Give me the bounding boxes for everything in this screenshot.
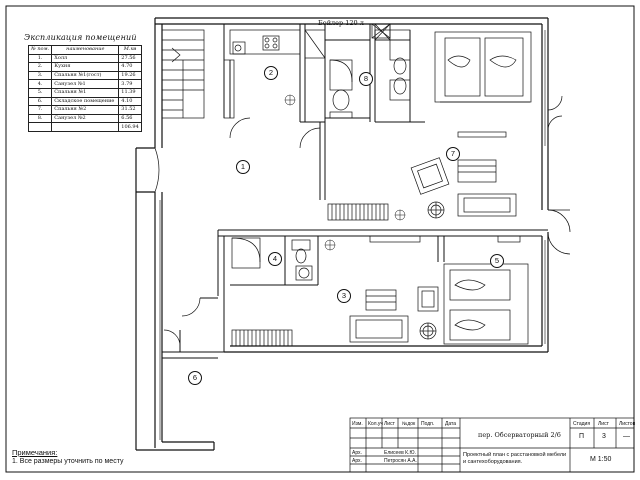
row-name: Спальня №2 bbox=[51, 105, 120, 115]
door-swings bbox=[547, 95, 571, 255]
row-name: Кухня bbox=[51, 62, 120, 72]
row-name: Холл bbox=[51, 53, 120, 64]
row-number: 2. bbox=[27, 62, 53, 72]
windows bbox=[159, 30, 546, 440]
total-spacer bbox=[27, 122, 53, 132]
tb-header-change: Изм. bbox=[352, 421, 363, 427]
table-row: 7. Спальня №2 31.52 bbox=[27, 105, 142, 115]
row-number: 5. bbox=[27, 87, 53, 98]
notes-title: Примечания: bbox=[12, 448, 58, 457]
fixture-symbols bbox=[284, 94, 406, 251]
room-marker-3: 3 bbox=[337, 289, 351, 303]
column-header-area: М.кв bbox=[118, 45, 142, 55]
drawing-frame bbox=[5, 5, 635, 473]
row-name: Складское помещение bbox=[51, 96, 120, 107]
room-marker-6: 6 bbox=[188, 371, 202, 385]
total-area: 106.94 bbox=[118, 122, 142, 132]
tb-role-2: Арх. bbox=[352, 458, 362, 464]
room-explication-table: № пом. наименование М.кв 1. Холл 27.56 2… bbox=[27, 45, 142, 132]
hall-features bbox=[154, 117, 389, 221]
tb-header-date: Дата bbox=[445, 421, 457, 427]
title-block bbox=[349, 417, 635, 473]
bath-1-fixtures bbox=[231, 237, 313, 281]
table-row: 8. Санузел №2 6.56 bbox=[27, 113, 142, 124]
room-marker-2: 2 bbox=[264, 66, 278, 80]
table-row: 5. Спальня №1 11.39 bbox=[27, 87, 142, 98]
tb-sheets-value: — bbox=[623, 433, 630, 440]
room-marker-8: 8 bbox=[359, 72, 373, 86]
tb-name-1: Елисеев К.Ю. bbox=[384, 450, 416, 456]
row-name: Спальня №1(гост) bbox=[51, 70, 120, 81]
row-name: Санузел №1 bbox=[51, 79, 120, 89]
boiler-label: Бойлер 120 л bbox=[318, 19, 364, 27]
table-row: 1. Холл 27.56 bbox=[27, 53, 142, 64]
tb-sheet-value: 3 bbox=[602, 433, 606, 440]
row-name: Санузел №2 bbox=[51, 113, 120, 124]
tb-stage-label: Стадия bbox=[573, 421, 591, 427]
row-area: 4.70 bbox=[118, 62, 142, 72]
notes-line: 1. Все размеры уточнить по месту bbox=[12, 458, 124, 465]
table-row: 6. Складское помещение 4.10 bbox=[27, 96, 142, 107]
explication-title: Экспликация помещений bbox=[24, 33, 137, 42]
row-area: 11.39 bbox=[118, 87, 142, 98]
tb-sheets-label: Листов bbox=[619, 421, 636, 427]
tb-scale: М 1:50 bbox=[590, 456, 612, 463]
row-number: 1. bbox=[27, 53, 53, 64]
row-number: 6. bbox=[27, 96, 53, 107]
tb-header-sign: Подп. bbox=[421, 421, 435, 427]
column-header-name: наименование bbox=[51, 45, 120, 55]
row-number: 4. bbox=[27, 79, 53, 89]
interior-walls bbox=[162, 24, 548, 359]
row-area: 31.52 bbox=[118, 105, 142, 115]
storage-features bbox=[163, 297, 201, 347]
tb-sheet-label: Лист bbox=[598, 421, 609, 427]
tb-header-count: Кол.уч bbox=[368, 421, 383, 427]
boiler-symbol bbox=[371, 23, 391, 39]
tb-role-1: Арх. bbox=[352, 450, 362, 456]
row-area: 27.56 bbox=[118, 53, 142, 64]
room-marker-5: 5 bbox=[490, 254, 504, 268]
tb-address: пер. Обсерваторный 2/6 bbox=[478, 431, 561, 439]
row-area: 6.56 bbox=[118, 113, 142, 124]
bedroom-3-furniture bbox=[231, 235, 439, 347]
tb-header-sheet: Лист bbox=[384, 421, 395, 427]
bedroom-5-furniture bbox=[443, 235, 529, 345]
row-area: 3.79 bbox=[118, 79, 142, 89]
row-area: 19.26 bbox=[118, 70, 142, 81]
tb-sheet-description: Проектный план с расстановкой мебели и с… bbox=[463, 452, 567, 465]
row-number: 8. bbox=[27, 113, 53, 124]
room-marker-1: 1 bbox=[236, 160, 250, 174]
room-marker-4: 4 bbox=[268, 252, 282, 266]
column-header-number: № пом. bbox=[27, 45, 53, 55]
tb-name-2: Петросян А.А. bbox=[384, 458, 417, 464]
staircase bbox=[161, 29, 205, 119]
bedroom-7-furniture bbox=[410, 31, 532, 219]
row-name: Спальня №1 bbox=[51, 87, 120, 98]
table-row: 3. Спальня №1(гост) 19.26 bbox=[27, 70, 142, 81]
bath-2-fixtures bbox=[304, 23, 411, 119]
kitchen-unit bbox=[223, 29, 301, 119]
table-row: 4. Санузел №1 3.79 bbox=[27, 79, 142, 89]
table-row: 2. Кухня 4.70 bbox=[27, 62, 142, 72]
table-header-row: № пом. наименование М.кв bbox=[27, 45, 142, 55]
table-total-row: 106.94 bbox=[27, 122, 142, 132]
row-number: 7. bbox=[27, 105, 53, 115]
tb-stage-value: П bbox=[579, 433, 585, 440]
room-marker-7: 7 bbox=[446, 147, 460, 161]
tb-header-doc: №док bbox=[402, 421, 416, 427]
row-number: 3. bbox=[27, 70, 53, 81]
total-spacer bbox=[51, 122, 120, 132]
notes-block: Примечания: 1. Все размеры уточнить по м… bbox=[12, 448, 124, 466]
row-area: 4.10 bbox=[118, 96, 142, 107]
exterior-walls bbox=[135, 17, 549, 451]
